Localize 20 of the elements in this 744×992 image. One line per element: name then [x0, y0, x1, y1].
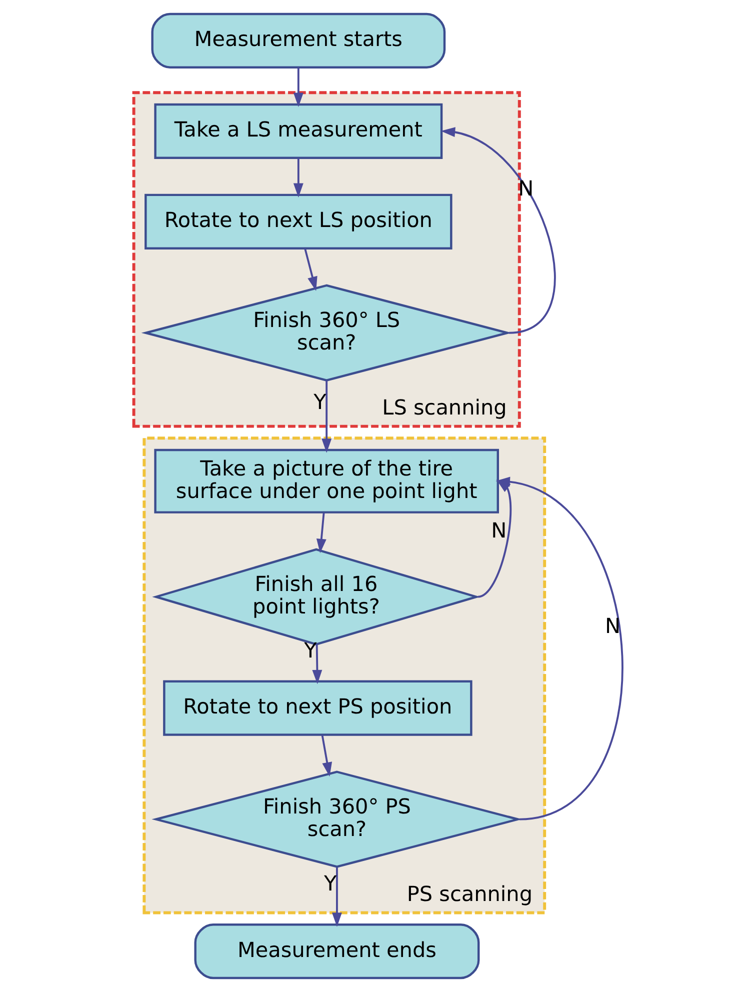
- edge-label: Y: [313, 390, 326, 414]
- arrow: [292, 158, 303, 198]
- node-box: Take a LS measurement: [154, 103, 442, 159]
- node-box: Take a picture of the tire surface under one point light: [154, 448, 498, 514]
- node-box: Rotate to next PS position: [162, 680, 472, 736]
- arrow: [320, 735, 332, 777]
- node-diamond: Finish 360° LS scan?: [140, 284, 512, 382]
- arrow: [292, 68, 303, 108]
- arrow: [440, 127, 556, 334]
- edge-label: N: [490, 518, 506, 542]
- arrow: [321, 380, 332, 453]
- arrow: [331, 867, 342, 927]
- edge-label: N: [604, 614, 620, 638]
- arrow: [312, 644, 322, 684]
- arrow: [316, 512, 326, 554]
- node-box: Measurement ends: [194, 923, 480, 980]
- node-box: Rotate to next LS position: [144, 194, 452, 250]
- node-box: Measurement starts: [150, 12, 446, 69]
- arrow: [304, 248, 317, 291]
- node-diamond: Finish 360° PS scan?: [151, 770, 522, 868]
